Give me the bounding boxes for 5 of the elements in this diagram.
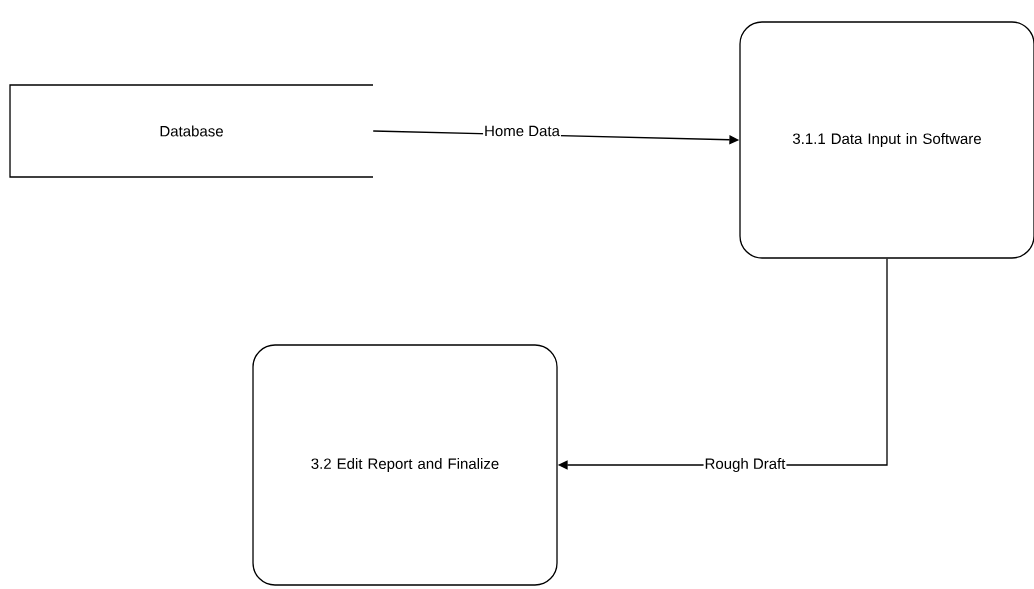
data-store: Database bbox=[9, 84, 374, 178]
edge-label: Rough Draft bbox=[703, 457, 787, 473]
process-box: 3.2 Edit Report and Finalize bbox=[252, 344, 558, 586]
process-box: 3.1.1 Data Input in Software bbox=[739, 21, 1034, 259]
edge-label: Home Data bbox=[483, 124, 561, 138]
